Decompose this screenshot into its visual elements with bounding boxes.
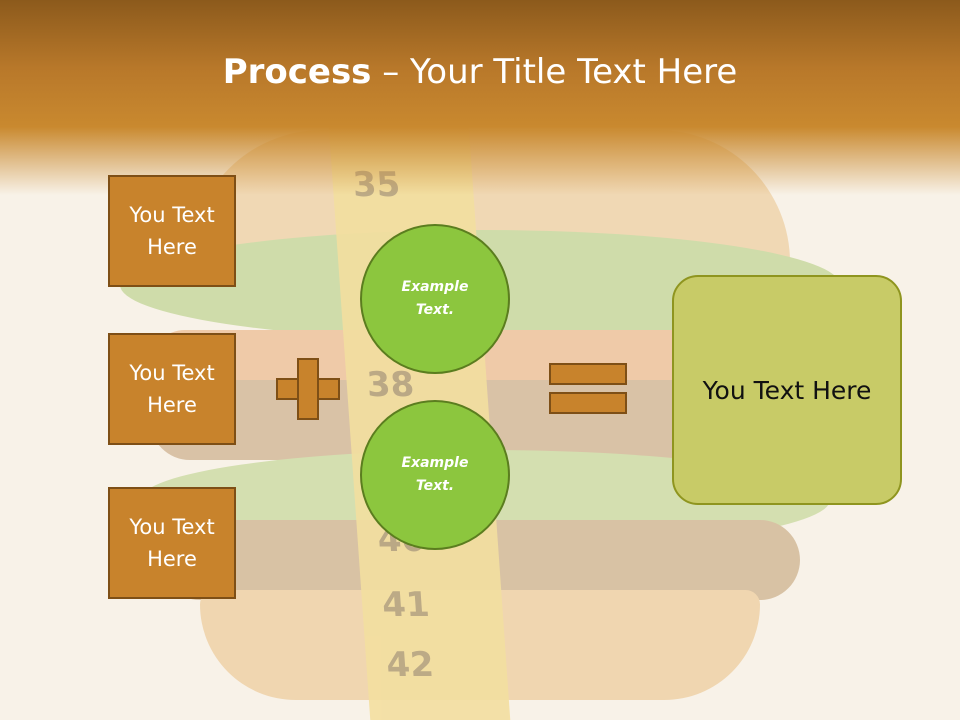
- tape-number: 38: [365, 365, 416, 405]
- tape-number: 41: [380, 585, 431, 625]
- plus-icon: [276, 358, 340, 420]
- title-rest: – Your Title Text Here: [371, 52, 738, 92]
- header-band: [0, 0, 960, 195]
- title-bold: Process: [222, 52, 372, 92]
- left-text-box-label: You Text Here: [129, 203, 215, 259]
- circle-label: Example Text.: [401, 455, 469, 494]
- example-circle-1: Example Text.: [360, 224, 510, 374]
- circle-label: Example Text.: [401, 279, 469, 318]
- result-label: You Text Here: [702, 375, 872, 405]
- slide-title: Process – Your Title Text Here: [0, 52, 960, 92]
- tape-number: 42: [385, 645, 436, 685]
- left-text-box-1: You Text Here: [108, 175, 236, 287]
- result-box: You Text Here: [672, 275, 902, 505]
- left-text-box-3: You Text Here: [108, 487, 236, 599]
- left-text-box-2: You Text Here: [108, 333, 236, 445]
- left-text-box-label: You Text Here: [129, 361, 215, 417]
- example-circle-2: Example Text.: [360, 400, 510, 550]
- equals-icon-top-bar: [549, 363, 627, 385]
- equals-icon-bottom-bar: [549, 392, 627, 414]
- left-text-box-label: You Text Here: [129, 515, 215, 571]
